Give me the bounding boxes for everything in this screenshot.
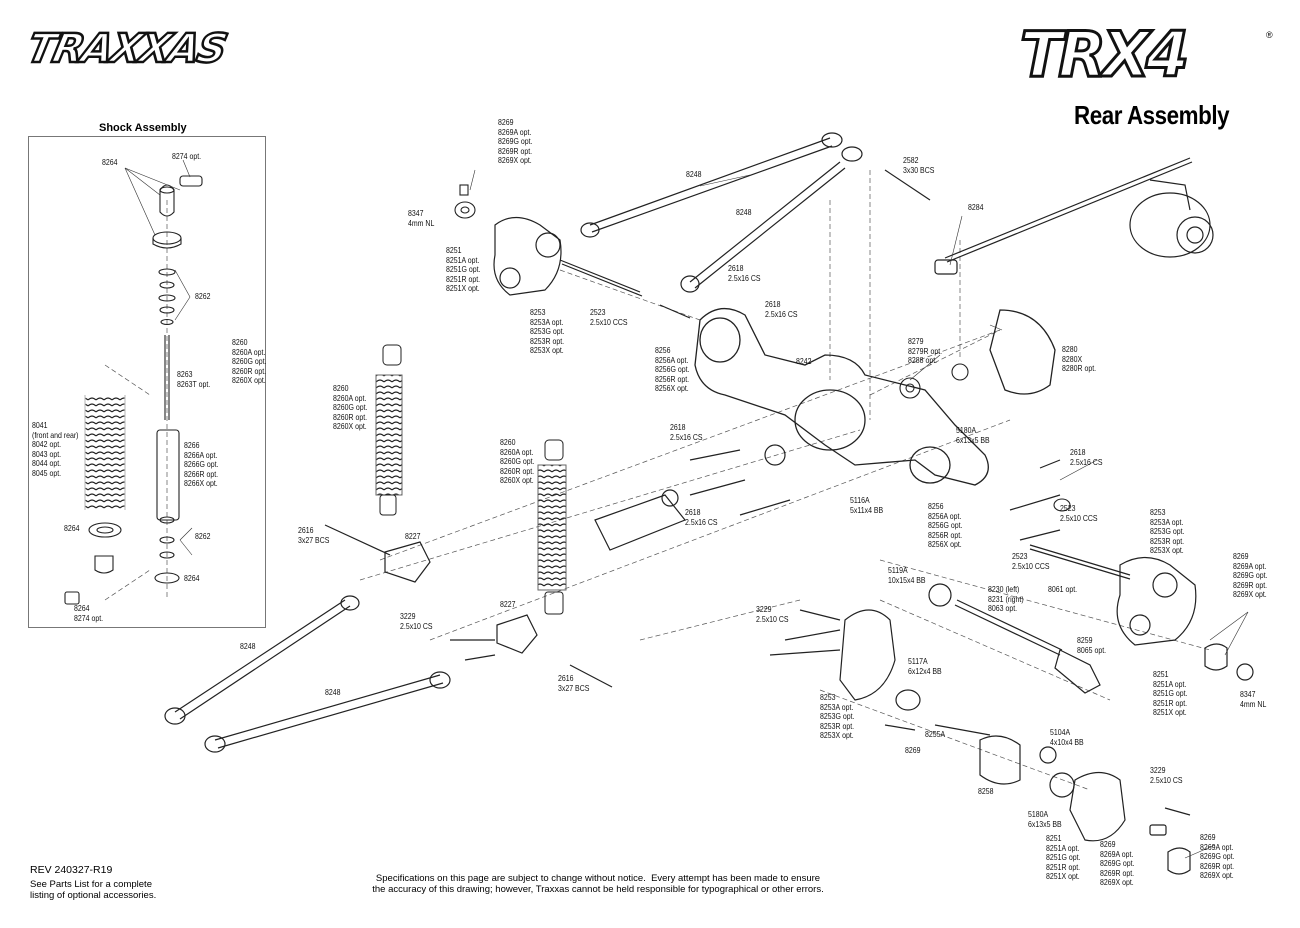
label-8253-left: 8253 8253A opt. 8253G opt. 8253R opt. 82…: [530, 307, 565, 356]
label-8347-left: 8347 4mm NL: [408, 208, 435, 228]
portal-bottom: [839, 609, 1191, 875]
guide-lines: [104, 170, 1211, 791]
portal-right: [1116, 556, 1254, 681]
traxxas-logo: TRAXXAS: [22, 25, 231, 74]
label-8260-center: 8260 8260A opt. 8260G opt. 8260R opt. 82…: [500, 437, 535, 486]
shock-left: [375, 344, 403, 516]
label-8347-right: 8347 4mm NL: [1240, 689, 1267, 709]
label-8227-a: 8227: [405, 531, 421, 541]
label-8256-b: 8256 8256A opt. 8256G opt. 8256R opt. 82…: [928, 501, 963, 550]
shock-assembly-panel: [28, 136, 266, 628]
label-5119a: 5119A 10x15x4 BB: [888, 565, 926, 585]
label-8041: 8041 (front and rear) 8042 opt. 8043 opt…: [32, 420, 79, 478]
label-8260-shock: 8260 8260A opt. 8260G opt. 8260R opt. 82…: [232, 337, 267, 386]
label-3229-b: 3229 2.5x10 CS: [756, 604, 789, 624]
label-8264-top: 8264: [102, 157, 118, 167]
label-8251-bottom: 8251 8251A opt. 8251G opt. 8251R opt. 82…: [1046, 833, 1081, 882]
differential: [934, 157, 1214, 275]
label-8230: 8230 (left) 8231 (right) 8063 opt.: [988, 584, 1024, 614]
label-5117a: 5117A 6x12x4 BB: [908, 656, 942, 676]
label-8248-c: 8248: [240, 641, 256, 651]
lower-links: [164, 595, 451, 753]
label-2616-a: 2616 3x27 BCS: [298, 525, 330, 545]
link-mounts: [384, 541, 538, 654]
label-8274-top: 8274 opt.: [172, 151, 202, 161]
label-3229-a: 3229 2.5x10 CS: [400, 611, 433, 631]
bearings: [454, 184, 1071, 512]
label-8269-right: 8269 8269A opt. 8269G opt. 8269R opt. 82…: [1233, 551, 1268, 600]
trx4-logo: TRX4: [1019, 18, 1191, 91]
label-8253-right: 8253 8253A opt. 8253G opt. 8253R opt. 82…: [1150, 507, 1185, 556]
label-8263: 8263 8263T opt.: [177, 369, 211, 389]
revision-label: REV 240327-R19: [30, 864, 113, 876]
label-2618-b: 2618 2.5x16 CS: [765, 299, 798, 319]
label-8253-bottom: 8253 8253A opt. 8253G opt. 8253R opt. 82…: [820, 692, 855, 741]
label-8227-b: 8227: [500, 599, 516, 609]
label-3229-c: 3229 2.5x10 CS: [1150, 765, 1183, 785]
label-2523-a: 2523 2.5x10 CCS: [590, 307, 628, 327]
label-2618-e: 2618 2.5x16 CS: [1070, 447, 1103, 467]
shock-assembly-title: Shock Assembly: [99, 122, 187, 134]
page-title: Rear Assembly: [1074, 100, 1230, 130]
label-8266: 8266 8266A opt. 8266G opt. 8266R opt. 82…: [184, 440, 219, 489]
label-2523-c: 2523 2.5x10 CCS: [1012, 551, 1050, 571]
label-8248-b: 8248: [736, 207, 752, 217]
parts-list-note: See Parts List for a complete listing of…: [30, 879, 157, 901]
axle-housing: [694, 308, 1056, 486]
label-8256-a: 8256 8256A opt. 8256G opt. 8256R opt. 82…: [655, 345, 690, 394]
label-8061: 8061 opt.: [1048, 584, 1078, 594]
label-5180a-a: 5180A 6x13x5 BB: [956, 425, 990, 445]
label-8255a: 8255A: [925, 729, 946, 739]
portal-left: [493, 216, 643, 297]
upper-links: [580, 132, 863, 293]
shock-center: [537, 439, 567, 615]
label-8248-a: 8248: [686, 169, 702, 179]
label-2618-d: 2618 2.5x16 CS: [685, 507, 718, 527]
label-2523-b: 2523 2.5x10 CCS: [1060, 503, 1098, 523]
label-8264-8274: 8264 8274 opt.: [74, 603, 104, 623]
label-2618-c: 2618 2.5x16 CS: [670, 422, 703, 442]
label-5180a-b: 5180A 6x13x5 BB: [1028, 809, 1062, 829]
label-8269-top: 8269 8269A opt. 8269G opt. 8269R opt. 82…: [498, 117, 533, 166]
label-8264-bot: 8264: [184, 573, 200, 583]
label-8269-bottom-b: 8269 8269A opt. 8269G opt. 8269R opt. 82…: [1200, 832, 1235, 881]
screws: [324, 169, 1191, 816]
label-2582: 2582 3x30 BCS: [903, 155, 935, 175]
label-8259: 8259 8065 opt.: [1077, 635, 1107, 655]
label-8258: 8258: [978, 786, 994, 796]
label-8262-top: 8262: [195, 291, 211, 301]
label-8251-right: 8251 8251A opt. 8251G opt. 8251R opt. 82…: [1153, 669, 1188, 718]
leader-lines: [124, 159, 1249, 859]
label-8260-mid: 8260 8260A opt. 8260G opt. 8260R opt. 82…: [333, 383, 368, 432]
label-8284: 8284: [968, 202, 984, 212]
label-8280: 8280 8280X 8280R opt.: [1062, 344, 1097, 374]
label-2618-a: 2618 2.5x16 CS: [728, 263, 761, 283]
label-5116a: 5116A 5x11x4 BB: [850, 495, 884, 515]
label-8269-small: 8269: [905, 745, 921, 755]
label-8242: 8242: [796, 356, 812, 366]
label-8264-mid: 8264: [64, 523, 80, 533]
label-8279: 8279 8279R opt. 8288 opt.: [908, 336, 943, 366]
axle-shafts: [594, 444, 1131, 694]
label-8262-bot: 8262: [195, 531, 211, 541]
label-8269-bottom-a: 8269 8269A opt. 8269G opt. 8269R opt. 82…: [1100, 839, 1135, 888]
shock-assembly-parts: [64, 175, 203, 605]
label-8248-d: 8248: [325, 687, 341, 697]
label-2616-b: 2616 3x27 BCS: [558, 673, 590, 693]
registered-mark: ®: [1266, 30, 1273, 40]
label-5104a: 5104A 4x10x4 BB: [1050, 727, 1084, 747]
label-8251-left: 8251 8251A opt. 8251G opt. 8251R opt. 82…: [446, 245, 481, 294]
disclaimer: Specifications on this page are subject …: [372, 873, 824, 895]
